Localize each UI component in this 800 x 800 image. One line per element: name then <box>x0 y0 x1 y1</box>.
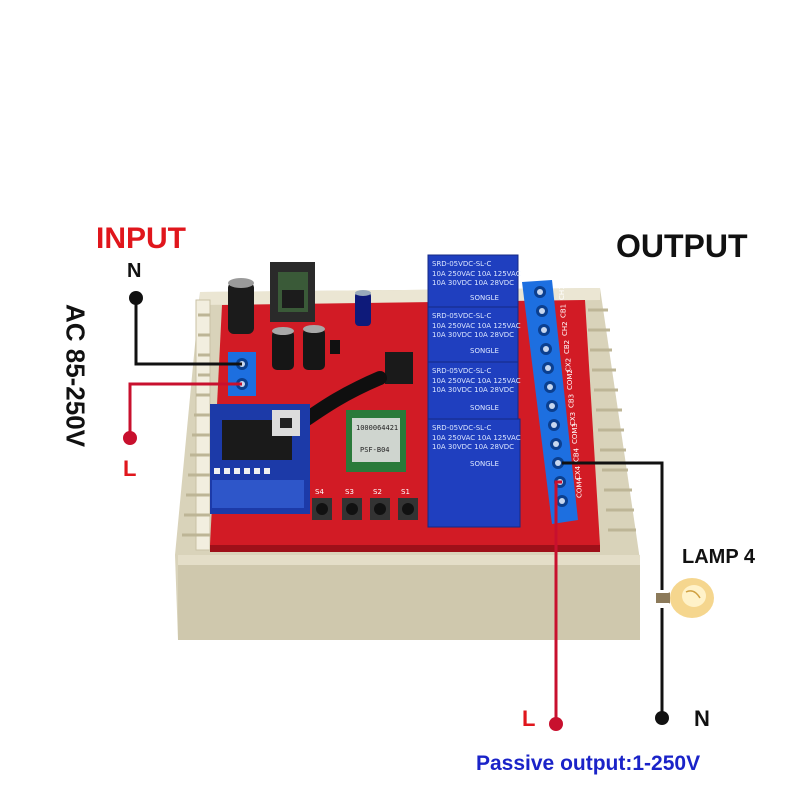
relay-4-brand: SONGLE <box>470 460 499 468</box>
button-label-s1: S1 <box>401 488 410 496</box>
input-terminal-block <box>228 352 256 396</box>
output-n-terminal-dot <box>655 711 669 725</box>
push-buttons: S4 S3 S2 S1 <box>312 488 418 520</box>
relay-1-label: SRD-05VDC-SL-C <box>432 260 491 268</box>
relay-4-label: SRD-05VDC-SL-C <box>432 424 491 432</box>
relay-1-brand: SONGLE <box>470 294 499 302</box>
button-label-s4: S4 <box>315 488 324 496</box>
terminal-label-2: CH2 <box>561 321 569 336</box>
ac-range-label: AC 85-250V <box>60 303 91 448</box>
relay-2-brand: SONGLE <box>470 347 499 355</box>
passive-output-label: Passive output:1-250V <box>476 752 701 775</box>
input-l-terminal-dot <box>123 431 137 445</box>
relay-3-brand: SONGLE <box>470 404 499 412</box>
capacitors <box>228 278 371 370</box>
relay-1-rating-2: 10A 30VDC 10A 28VDC <box>432 279 514 287</box>
relay-3-rating-2: 10A 30VDC 10A 28VDC <box>432 386 514 394</box>
terminal-label-4: CX2 <box>564 358 572 372</box>
terminal-label-8: COM3 <box>571 423 579 444</box>
relay-2-rating-1: 10A 250VAC 10A 125VAC <box>432 322 521 330</box>
terminal-label-1: CB1 <box>560 304 568 318</box>
relay-1-rating-1: 10A 250VAC 10A 125VAC <box>432 270 521 278</box>
output-l-terminal-dot <box>549 717 563 731</box>
terminal-label-9: CB4 <box>572 447 580 462</box>
output-label: OUTPUT <box>616 228 748 264</box>
output-l-label: L <box>522 706 536 731</box>
module-id-text: 1000064421 <box>356 424 398 432</box>
relay-4-rating-1: 10A 250VAC 10A 125VAC <box>432 434 521 442</box>
button-label-s2: S2 <box>373 488 382 496</box>
input-n-terminal-dot <box>129 291 143 305</box>
input-n-label: N <box>127 260 142 282</box>
button-label-s3: S3 <box>345 488 354 496</box>
terminal-label-10: CX4 <box>574 465 582 480</box>
terminal-label-11: COM4 <box>576 477 584 498</box>
terminal-label-3: CB2 <box>563 340 571 354</box>
terminal-label-0: CH1 <box>558 285 566 300</box>
lamp-bulb-icon <box>656 578 714 618</box>
input-label: INPUT <box>96 222 186 255</box>
ic-chips <box>330 340 413 384</box>
lamp-label: LAMP 4 <box>682 546 755 568</box>
relays: SRD-05VDC-SL-C 10A 250VAC 10A 125VAC 10A… <box>427 254 521 528</box>
terminal-label-7: CX3 <box>569 412 577 426</box>
relay-3: SRD-05VDC-SL-C 10A 250VAC 10A 125VAC 10A… <box>427 361 521 420</box>
relay-2-rating-2: 10A 30VDC 10A 28VDC <box>432 331 514 339</box>
relay-3-rating-1: 10A 250VAC 10A 125VAC <box>432 377 521 385</box>
terminal-label-6: CB3 <box>568 394 576 408</box>
terminal-label-5: COM2 <box>566 369 574 390</box>
relay-2: SRD-05VDC-SL-C 10A 250VAC 10A 125VAC 10A… <box>427 306 521 363</box>
receiver-board <box>210 404 310 514</box>
relay-2-label: SRD-05VDC-SL-C <box>432 312 491 320</box>
input-wires <box>128 298 242 438</box>
output-wires <box>554 461 664 724</box>
relay-4: SRD-05VDC-SL-C 10A 250VAC 10A 125VAC 10A… <box>427 418 521 528</box>
input-l-label: L <box>123 456 137 481</box>
relay-3-label: SRD-05VDC-SL-C <box>432 367 491 375</box>
wireless-module: 1000064421 PSF-B04 <box>346 410 406 472</box>
output-n-label: N <box>694 706 710 731</box>
relay-1: SRD-05VDC-SL-C 10A 250VAC 10A 125VAC 10A… <box>427 254 521 308</box>
module-label-text: PSF-B04 <box>360 446 390 454</box>
relay-4-rating-2: 10A 30VDC 10A 28VDC <box>432 443 514 451</box>
power-module <box>270 262 315 322</box>
